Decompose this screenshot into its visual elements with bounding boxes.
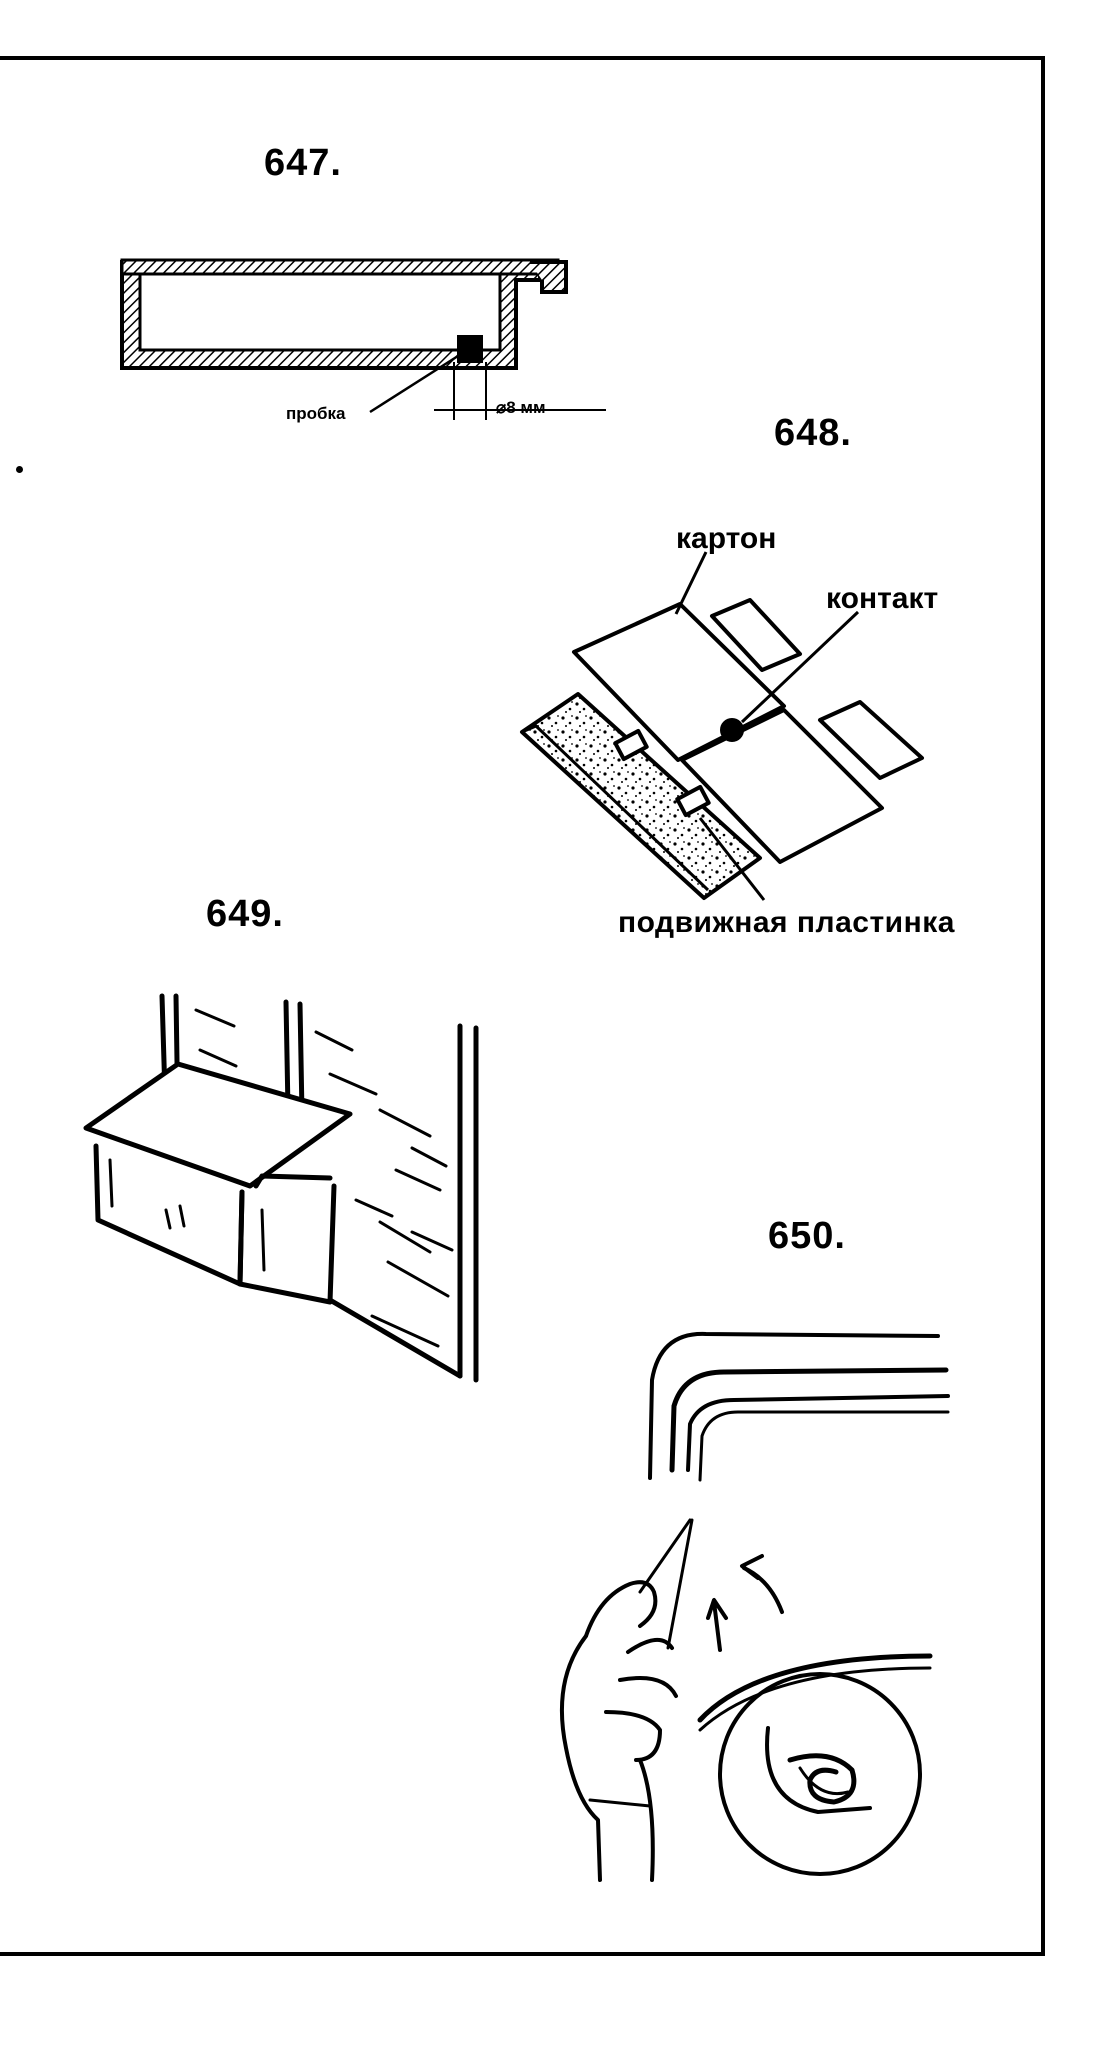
diameter-label: ⌀8 мм	[496, 398, 546, 417]
figure-650-drawing	[560, 1331, 950, 1882]
figure-649-number: 649.	[206, 893, 284, 935]
cardboard-label: картон	[676, 522, 777, 555]
figure-648-drawing	[520, 551, 924, 901]
figure-647-drawing	[120, 258, 606, 420]
plug-label: пробка	[286, 404, 346, 423]
figure-650-number: 650.	[768, 1215, 846, 1257]
figure-649-drawing	[83, 993, 479, 1383]
speck	[16, 466, 23, 473]
page-frame	[0, 56, 1045, 1956]
figure-647-number: 647.	[264, 142, 342, 184]
figure-648-number: 648.	[774, 412, 852, 454]
moving-plate-label: подвижная пластинка	[618, 906, 955, 939]
contact-label: контакт	[826, 582, 939, 615]
